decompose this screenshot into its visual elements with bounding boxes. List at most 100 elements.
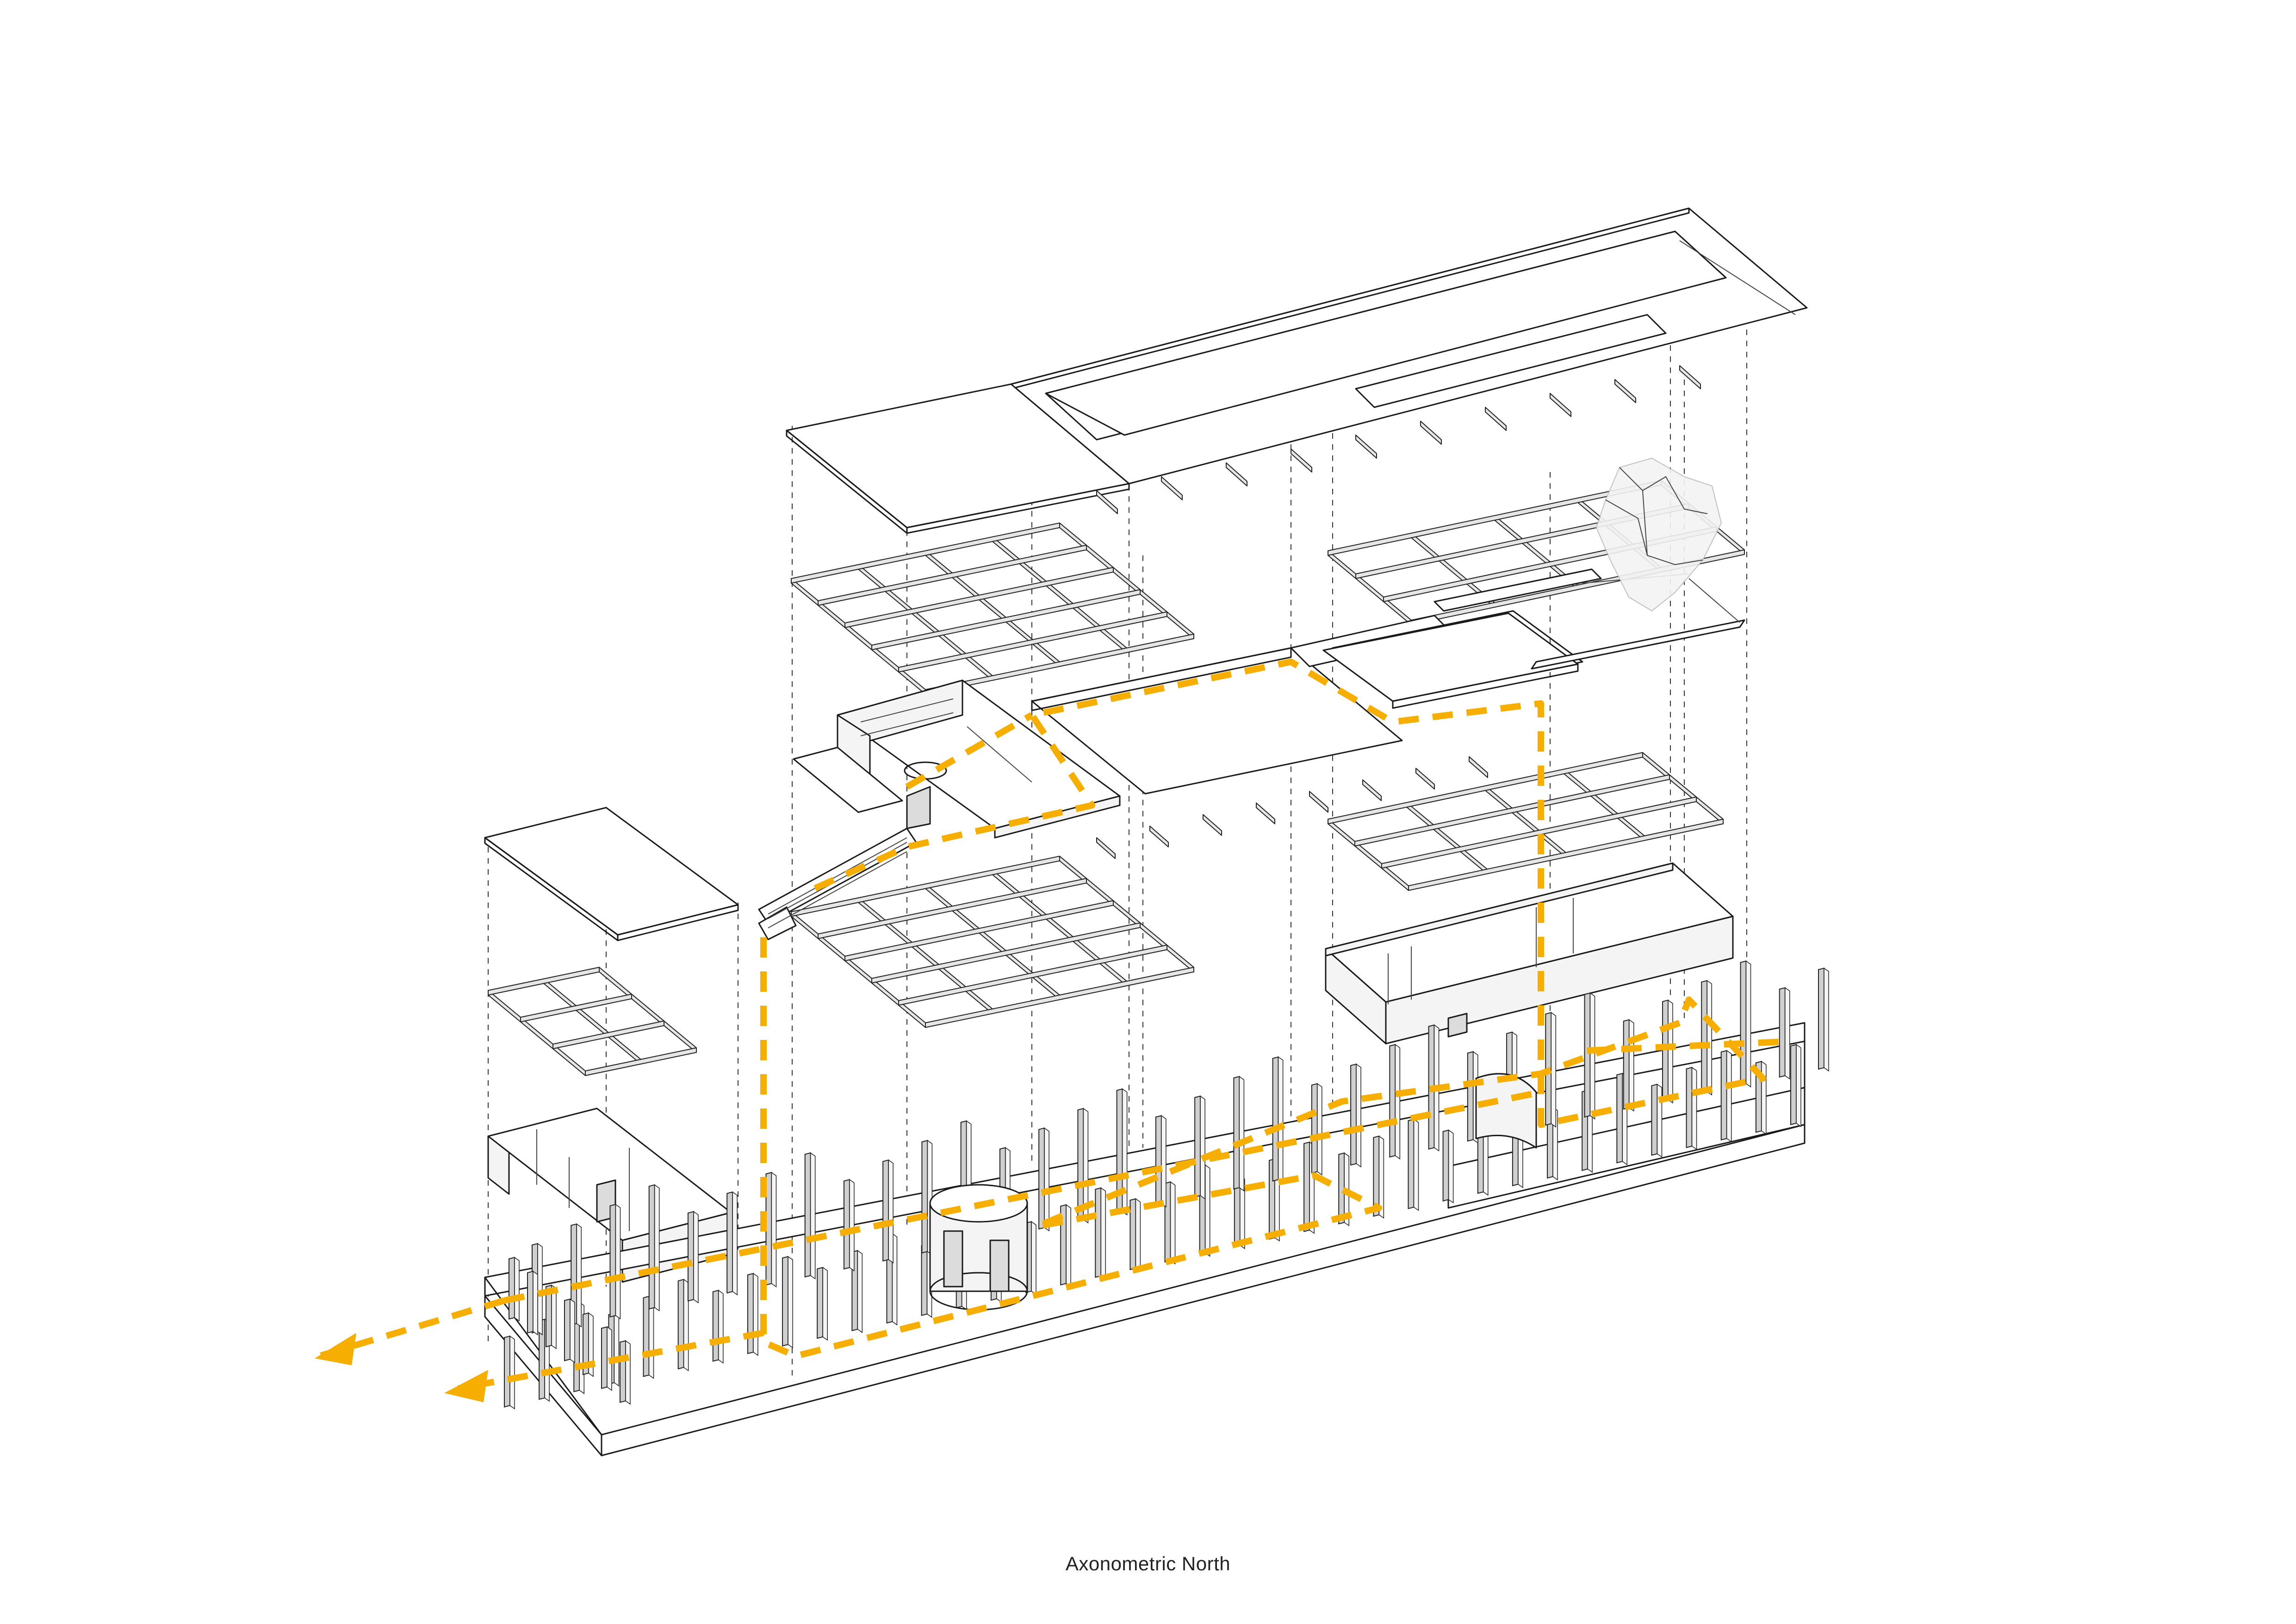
column-side bbox=[753, 1273, 758, 1356]
column-side bbox=[718, 1289, 724, 1364]
column bbox=[1616, 1073, 1623, 1164]
column-side bbox=[732, 1191, 738, 1296]
column bbox=[817, 1267, 824, 1339]
beam bbox=[1415, 768, 1435, 790]
column-side bbox=[1448, 1129, 1454, 1204]
column-side bbox=[1668, 999, 1673, 1104]
column-side bbox=[1726, 1050, 1732, 1143]
column-side bbox=[537, 1243, 543, 1336]
ground-plate bbox=[484, 1022, 1806, 1456]
column bbox=[504, 1335, 510, 1408]
column bbox=[1779, 987, 1786, 1078]
column bbox=[1095, 1187, 1102, 1278]
beam bbox=[1406, 802, 1488, 874]
column-side bbox=[1317, 1083, 1322, 1176]
beam bbox=[1485, 785, 1566, 858]
beam bbox=[1203, 814, 1222, 836]
column bbox=[677, 1279, 684, 1369]
column-side bbox=[1657, 1083, 1663, 1158]
column bbox=[1389, 1044, 1396, 1158]
beam bbox=[1564, 769, 1645, 841]
column bbox=[1272, 1056, 1279, 1182]
column bbox=[1338, 1152, 1345, 1225]
beam-grid-upper bbox=[791, 523, 1194, 695]
column-side bbox=[1745, 960, 1751, 1088]
column-side bbox=[788, 1256, 793, 1349]
column-side bbox=[1278, 1056, 1284, 1184]
column bbox=[1408, 1119, 1415, 1209]
column bbox=[527, 1270, 534, 1334]
beam bbox=[1161, 476, 1183, 500]
column-side bbox=[1031, 1221, 1036, 1295]
column bbox=[882, 1159, 889, 1262]
beam bbox=[871, 589, 1141, 650]
column bbox=[1818, 967, 1824, 1070]
column-side bbox=[810, 1152, 816, 1280]
beam bbox=[1096, 837, 1116, 859]
column bbox=[782, 1256, 789, 1347]
beam bbox=[1354, 774, 1670, 846]
column bbox=[712, 1289, 719, 1362]
column-side bbox=[1170, 1181, 1176, 1265]
column-side bbox=[625, 1340, 631, 1405]
column bbox=[843, 1179, 850, 1270]
column-side bbox=[1066, 1204, 1071, 1288]
beam bbox=[818, 545, 1087, 606]
column bbox=[726, 1191, 733, 1294]
column-side bbox=[588, 1312, 594, 1377]
column-side bbox=[551, 1284, 557, 1350]
curved-kiosk bbox=[1475, 1073, 1537, 1149]
column bbox=[1233, 1076, 1240, 1190]
column-side bbox=[1044, 1127, 1049, 1232]
column-side bbox=[822, 1267, 828, 1341]
stair bbox=[758, 747, 917, 940]
column-side bbox=[570, 1298, 575, 1363]
beam bbox=[1328, 819, 1409, 891]
circulation-route bbox=[315, 659, 1791, 1402]
column bbox=[609, 1204, 616, 1318]
column bbox=[643, 1295, 650, 1377]
column-side bbox=[1706, 980, 1713, 1096]
column bbox=[1662, 999, 1669, 1102]
beam bbox=[1469, 756, 1488, 778]
column bbox=[1623, 1019, 1630, 1110]
column-side bbox=[576, 1223, 582, 1328]
column-side bbox=[849, 1179, 855, 1272]
column-side bbox=[1204, 1164, 1210, 1257]
column-side bbox=[1135, 1198, 1141, 1272]
column-side bbox=[693, 1211, 699, 1304]
column bbox=[509, 1257, 515, 1320]
column-side bbox=[1785, 987, 1790, 1080]
column-side bbox=[1413, 1118, 1419, 1211]
column-side bbox=[509, 1335, 515, 1410]
beam bbox=[1408, 819, 1724, 891]
column-side bbox=[1691, 1067, 1697, 1150]
upper-roof-slab bbox=[1010, 207, 1808, 485]
column-side bbox=[514, 1257, 520, 1322]
beam bbox=[1355, 435, 1377, 459]
column-side bbox=[1761, 1061, 1767, 1135]
beam bbox=[1149, 826, 1169, 847]
beam bbox=[488, 967, 600, 996]
beam-grid-left bbox=[488, 967, 697, 1076]
column bbox=[804, 1152, 811, 1278]
column bbox=[687, 1211, 694, 1302]
column bbox=[1701, 980, 1708, 1094]
column bbox=[765, 1172, 772, 1286]
beam bbox=[1291, 448, 1312, 473]
column-side bbox=[1395, 1044, 1401, 1160]
column bbox=[1155, 1115, 1162, 1206]
column-side bbox=[1200, 1095, 1205, 1200]
beam bbox=[1256, 803, 1275, 824]
beam bbox=[1362, 779, 1382, 801]
route-arrow-left bbox=[315, 1333, 356, 1365]
middle-roof-slab bbox=[786, 383, 1130, 534]
beam bbox=[1642, 752, 1724, 824]
beam bbox=[1226, 462, 1247, 486]
column bbox=[564, 1298, 571, 1362]
column bbox=[1651, 1083, 1658, 1156]
beam bbox=[552, 1020, 664, 1049]
beam bbox=[1485, 407, 1507, 431]
beam bbox=[1328, 752, 1643, 824]
column bbox=[1790, 1044, 1797, 1126]
